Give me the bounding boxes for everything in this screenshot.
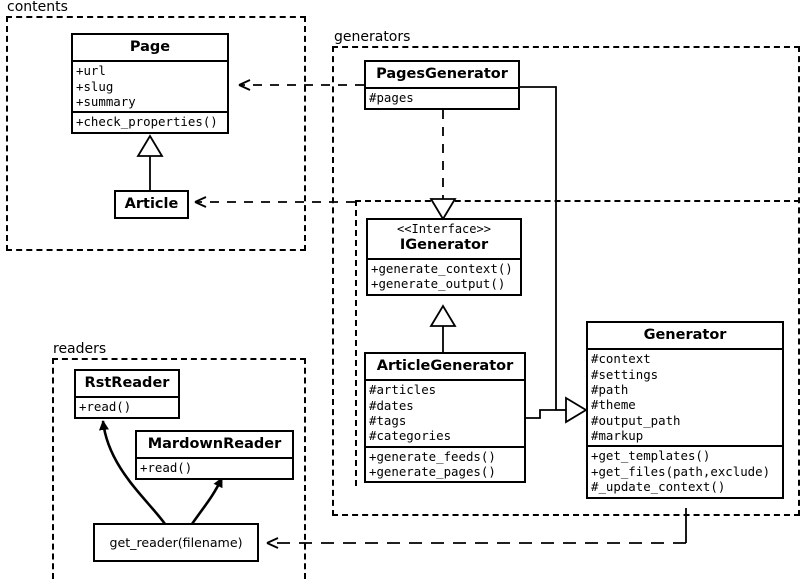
class-mardown-reader-methods: +read() xyxy=(137,457,292,477)
method: +generate_feeds() xyxy=(369,448,496,464)
class-page-title: Page xyxy=(129,39,171,55)
attribute: +url xyxy=(76,63,106,79)
class-generator-attributes: #context #settings #path #theme #output_… xyxy=(588,348,782,445)
attribute: +summary xyxy=(76,93,136,109)
class-article-generator-methods: +generate_feeds() +generate_pages() xyxy=(366,445,524,482)
class-generator[interactable]: Generator #context #settings #path #them… xyxy=(586,321,784,499)
class-page[interactable]: Page +url +slug +summary +check_properti… xyxy=(71,33,229,134)
method: +read() xyxy=(140,460,193,476)
method: +generate_context() xyxy=(371,261,513,277)
attribute: #path xyxy=(591,381,629,397)
class-article-generator[interactable]: ArticleGenerator #articles #dates #tags … xyxy=(364,352,526,484)
method: +generate_pages() xyxy=(369,464,496,480)
package-contents-label: contents xyxy=(4,0,71,15)
class-rst-reader-title: RstReader xyxy=(84,375,170,391)
package-generators-inner xyxy=(355,200,800,486)
package-generators xyxy=(332,46,800,516)
class-igenerator-title: IGenerator xyxy=(399,236,489,253)
class-pages-generator-title: PagesGenerator xyxy=(376,66,508,82)
function-get-reader-label: get_reader(filename) xyxy=(109,535,243,550)
attribute: +slug xyxy=(76,78,114,94)
attribute: #pages xyxy=(369,90,414,106)
attribute: #dates xyxy=(369,397,414,413)
class-mardown-reader-title: MardownReader xyxy=(147,436,282,452)
attribute: #theme xyxy=(591,397,636,413)
method: +read() xyxy=(79,399,132,415)
attribute: #markup xyxy=(591,428,644,444)
attribute: #context xyxy=(591,351,651,367)
class-pages-generator-attributes: #pages xyxy=(366,87,518,107)
function-get-reader[interactable]: get_reader(filename) xyxy=(93,523,259,562)
attribute: #tags xyxy=(369,412,407,428)
class-igenerator-methods: +generate_context() +generate_output() xyxy=(368,258,520,294)
class-igenerator-stereotype: <<Interface>> xyxy=(397,222,491,236)
class-article-generator-attributes: #articles #dates #tags #categories xyxy=(366,379,524,446)
method: +check_properties() xyxy=(76,114,218,130)
class-page-attributes: +url +slug +summary xyxy=(73,60,227,111)
attribute: #articles xyxy=(369,382,437,398)
method: +get_templates() xyxy=(591,448,711,464)
package-readers-label: readers xyxy=(50,341,110,357)
class-rst-reader-methods: +read() xyxy=(76,396,178,416)
method: +get_files(path,exclude) xyxy=(591,463,771,479)
class-mardown-reader[interactable]: MardownReader +read() xyxy=(135,430,294,480)
attribute: #output_path xyxy=(591,412,681,428)
class-generator-methods: +get_templates() +get_files(path,exclude… xyxy=(588,445,782,496)
attribute: #categories xyxy=(369,428,452,444)
class-generator-title: Generator xyxy=(643,327,727,343)
class-igenerator[interactable]: <<Interface>> IGenerator +generate_conte… xyxy=(366,218,522,296)
method: #_update_context() xyxy=(591,479,726,495)
package-readers xyxy=(52,358,306,579)
package-generators-label: generators xyxy=(331,29,414,45)
class-article-title: Article xyxy=(124,196,179,212)
attribute: #settings xyxy=(591,366,659,382)
class-pages-generator[interactable]: PagesGenerator #pages xyxy=(364,60,520,110)
package-contents xyxy=(6,16,306,251)
class-article[interactable]: Article xyxy=(114,190,189,220)
class-igenerator-header: <<Interface>> IGenerator xyxy=(368,220,520,258)
class-rst-reader[interactable]: RstReader +read() xyxy=(74,369,180,419)
method: +generate_output() xyxy=(371,276,506,292)
class-article-generator-title: ArticleGenerator xyxy=(376,358,514,374)
class-page-methods: +check_properties() xyxy=(73,111,227,131)
